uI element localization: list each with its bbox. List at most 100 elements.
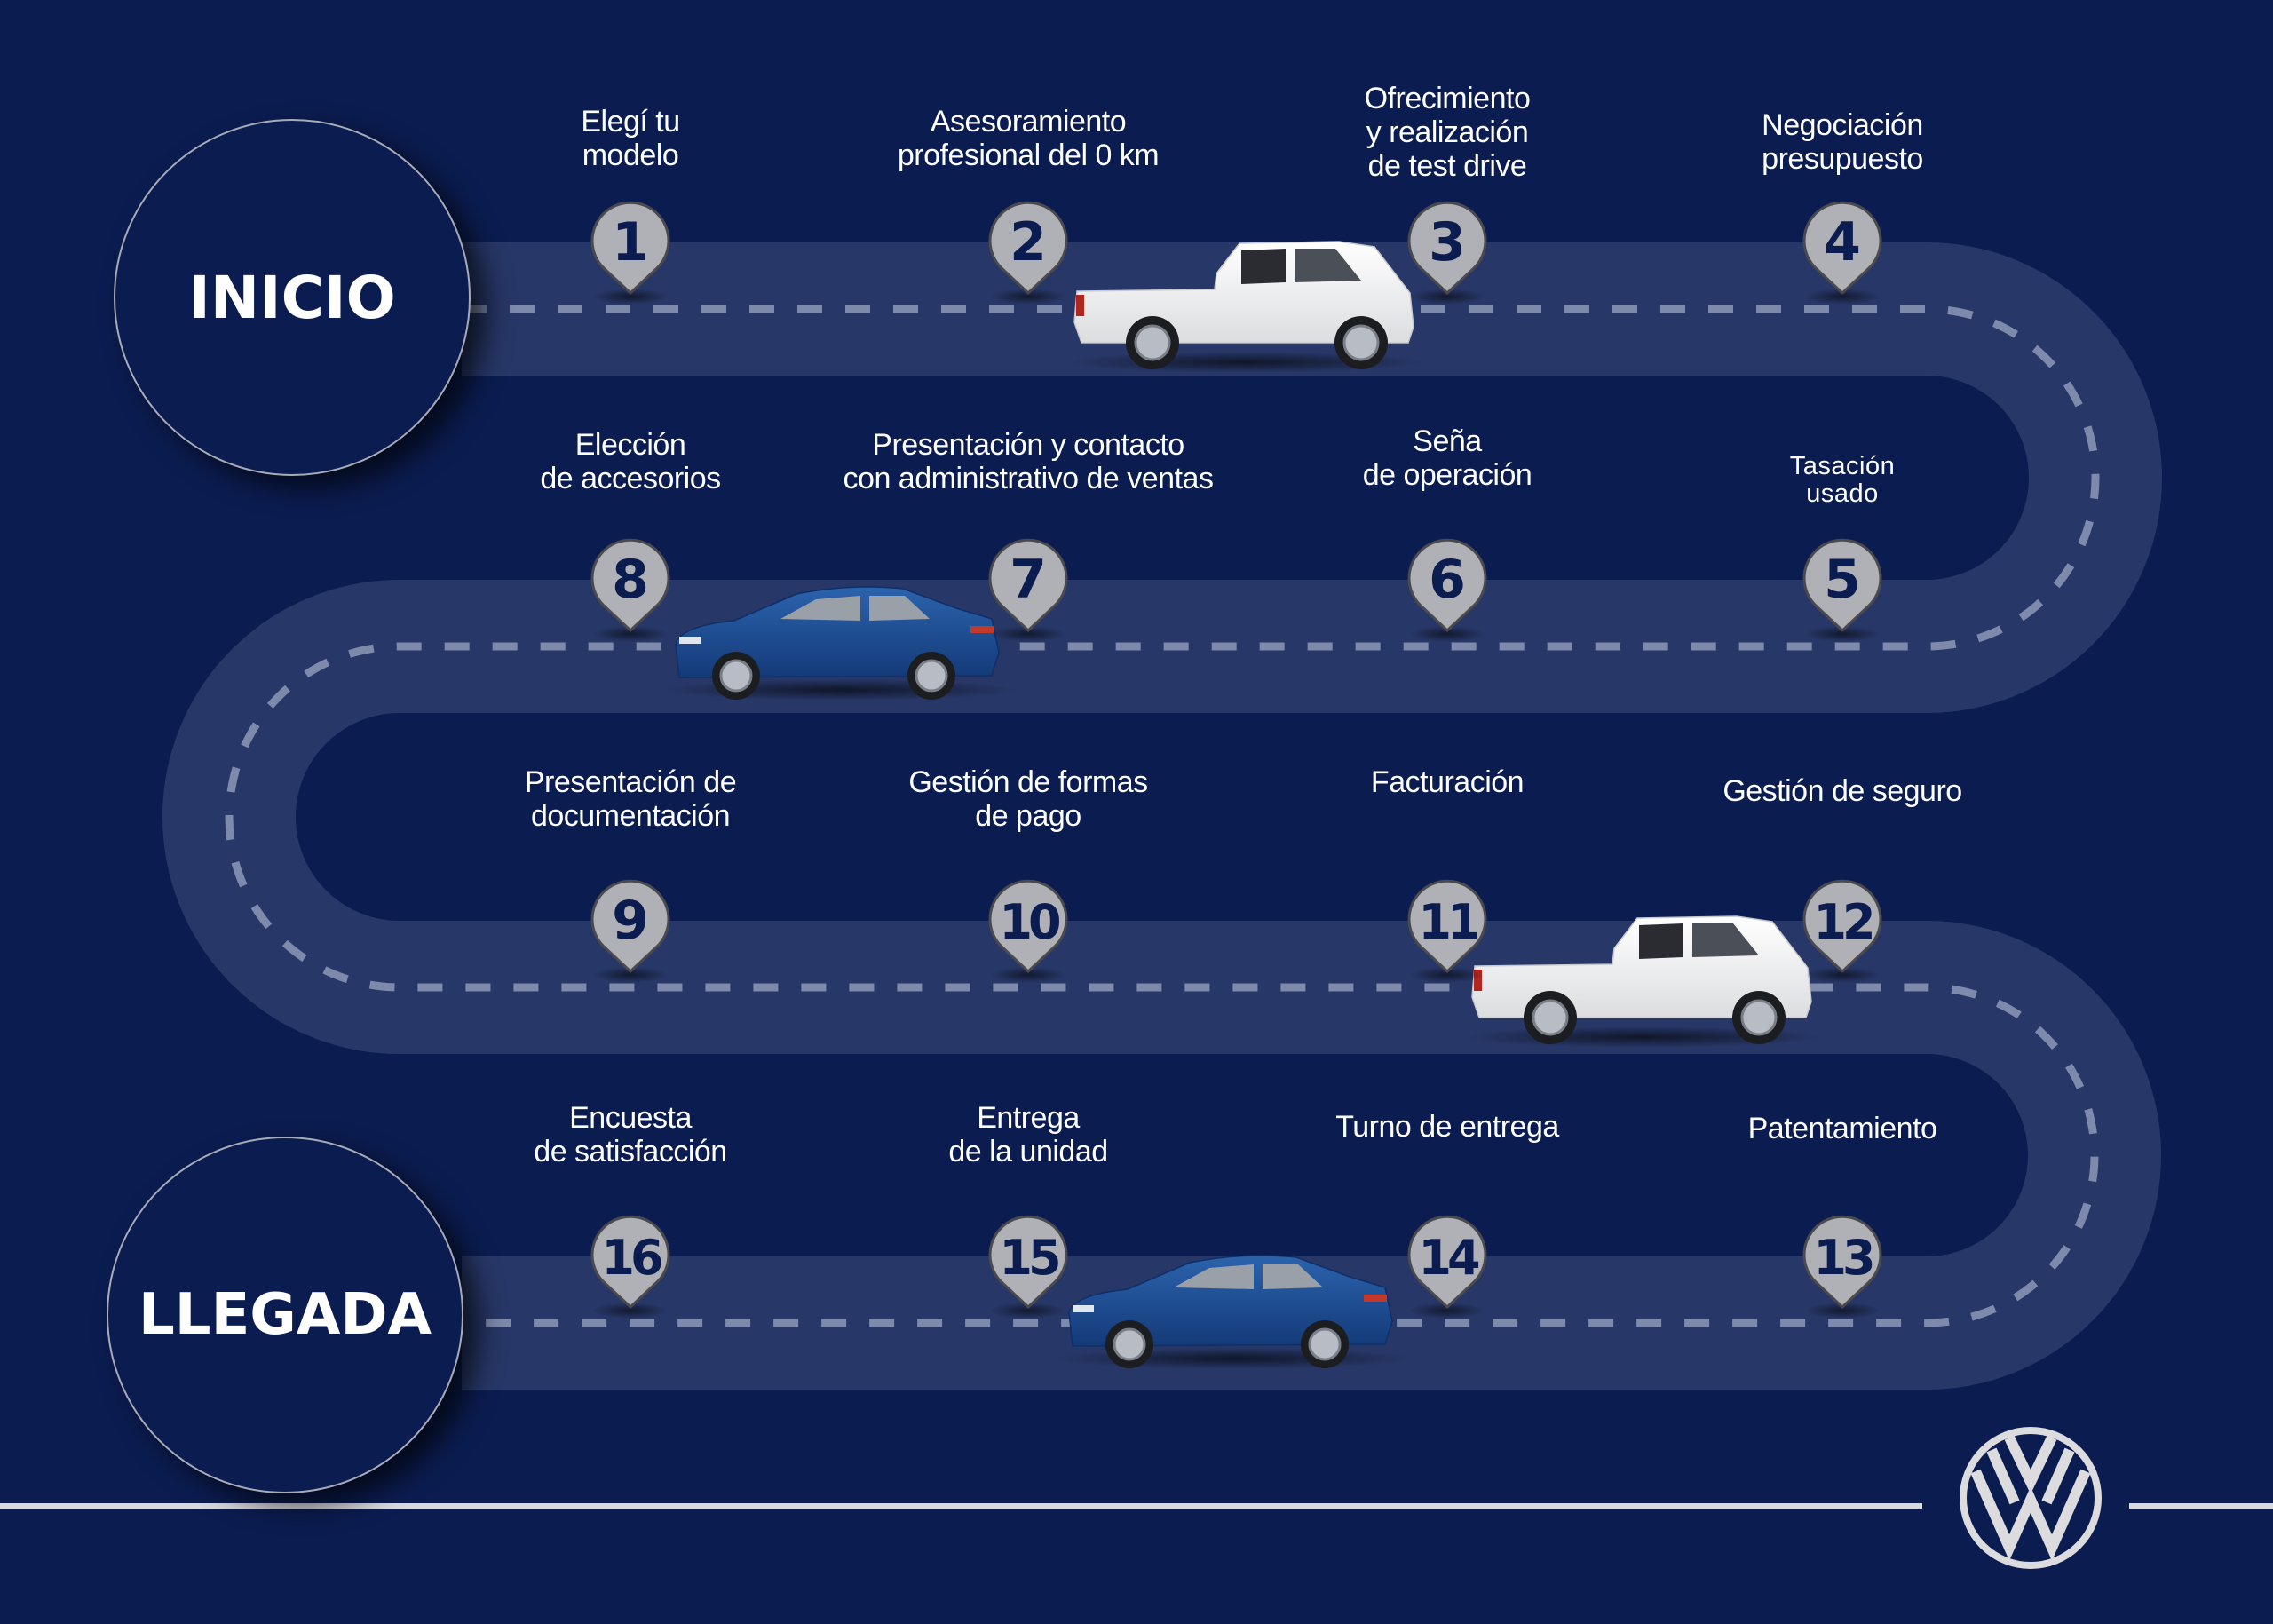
map-pin-icon <box>1407 1215 1487 1309</box>
step-label-7: Presentación y contacto con administrati… <box>843 428 1214 495</box>
pin-shadow <box>991 626 1065 642</box>
pin-shadow <box>593 626 668 642</box>
step-label-15: Entrega de la unidad <box>948 1101 1108 1168</box>
map-pin-icon <box>988 1215 1068 1309</box>
map-pin-icon <box>590 538 670 632</box>
step-pin-1: 1 <box>590 201 670 305</box>
road-dashes <box>225 305 2100 1327</box>
step-number: 12 <box>1813 894 1872 950</box>
map-pin-icon <box>1407 201 1487 295</box>
rim-icon <box>915 659 948 693</box>
vehicles <box>663 241 1821 1369</box>
sedan-car-2 <box>1057 1255 1412 1369</box>
pin-shadow <box>593 289 668 305</box>
pickup-truck-2 <box>1466 915 1821 1048</box>
step-label-1: Elegí tu modelo <box>581 105 680 172</box>
rim-icon <box>1113 1327 1146 1361</box>
step-number: 9 <box>612 890 649 952</box>
footer-line-left <box>0 1503 1922 1509</box>
step-number: 8 <box>612 549 649 611</box>
pin-shadow <box>991 1303 1065 1319</box>
vw-logo-icon <box>1960 1427 2102 1569</box>
step-label-11: Facturación <box>1370 765 1525 799</box>
end-circle: LLEGADA <box>107 1137 463 1493</box>
pickup-taillight <box>1474 970 1482 991</box>
road-center-line <box>225 305 2100 1327</box>
step-label-8: Elección de accesorios <box>540 428 721 495</box>
sedan-headlight <box>679 637 701 644</box>
step-pin-11: 11 <box>1407 879 1487 983</box>
sedan-front-window <box>780 596 860 621</box>
step-pin-12: 12 <box>1802 879 1882 983</box>
step-number: 3 <box>1429 211 1466 273</box>
map-pin-icon <box>590 879 670 973</box>
pin-shadow <box>1410 1303 1485 1319</box>
pickup-front-window <box>1295 249 1361 282</box>
rim-icon <box>719 659 753 693</box>
step-number: 10 <box>999 894 1059 950</box>
sedan-front-window <box>1174 1264 1254 1289</box>
map-pin-icon <box>590 1215 670 1309</box>
step-label-4: Negociación presupuesto <box>1762 108 1923 176</box>
step-number: 16 <box>601 1230 661 1286</box>
step-pin-4: 4 <box>1802 201 1882 305</box>
step-label-6: Seña de operación <box>1362 424 1532 492</box>
step-pin-7: 7 <box>988 538 1068 642</box>
pin-shadow <box>1410 967 1485 983</box>
step-pin-10: 10 <box>988 879 1068 983</box>
step-label-2: Asesoramiento profesional del 0 km <box>897 105 1160 172</box>
sedan-rear-window <box>1263 1264 1323 1289</box>
pin-shadow <box>1805 967 1880 983</box>
start-circle: INICIO <box>114 119 471 476</box>
footer-line-right <box>2129 1503 2273 1509</box>
step-number: 7 <box>1010 549 1047 611</box>
pickup-truck-1 <box>1068 241 1423 373</box>
step-number: 15 <box>999 1230 1058 1286</box>
step-pin-9: 9 <box>590 879 670 983</box>
step-number: 5 <box>1824 549 1861 611</box>
end-label: LLEGADA <box>139 1282 432 1348</box>
step-label-16: Encuesta de satisfacción <box>534 1101 727 1168</box>
step-label-12: Gestión de seguro <box>1723 774 1962 808</box>
rim-icon <box>1134 324 1171 361</box>
step-number: 1 <box>612 211 649 273</box>
rim-icon <box>1740 999 1778 1036</box>
pickup-rear-window <box>1639 923 1683 959</box>
step-number: 2 <box>1010 211 1047 273</box>
step-label-5: Tasación usado <box>1789 452 1896 508</box>
pin-shadow <box>1410 289 1485 305</box>
step-label-9: Presentación de documentación <box>524 765 737 833</box>
step-pin-6: 6 <box>1407 538 1487 642</box>
sedan-car-1 <box>663 586 1018 701</box>
step-pin-2: 2 <box>988 201 1068 305</box>
rim-icon <box>1532 999 1569 1036</box>
step-pin-5: 5 <box>1802 538 1882 642</box>
pin-shadow <box>991 289 1065 305</box>
pin-shadow <box>1410 626 1485 642</box>
step-number: 4 <box>1824 211 1861 273</box>
map-pin-icon <box>1802 201 1882 295</box>
map-pin-icon <box>1407 879 1487 973</box>
map-pin-icon <box>1802 538 1882 632</box>
rim-icon <box>1342 324 1380 361</box>
pickup-front-window <box>1692 923 1759 957</box>
step-number: 11 <box>1418 894 1477 950</box>
logo-ring <box>1960 1427 2102 1569</box>
step-pin-8: 8 <box>590 538 670 642</box>
step-pin-14: 14 <box>1407 1215 1487 1319</box>
sedan-rear-window <box>869 596 930 621</box>
step-pin-3: 3 <box>1407 201 1487 305</box>
sedan-taillight <box>1364 1295 1387 1302</box>
step-label-13: Patentamiento <box>1747 1112 1937 1145</box>
map-pin-icon <box>590 201 670 295</box>
map-pin-icon <box>988 879 1068 973</box>
pickup-taillight <box>1076 295 1084 316</box>
step-number: 6 <box>1429 549 1466 611</box>
step-number: 14 <box>1418 1230 1479 1286</box>
sedan-headlight <box>1073 1305 1094 1312</box>
map-pin-icon <box>1802 879 1882 973</box>
pin-shadow <box>593 1303 668 1319</box>
step-pin-15: 15 <box>988 1215 1068 1319</box>
